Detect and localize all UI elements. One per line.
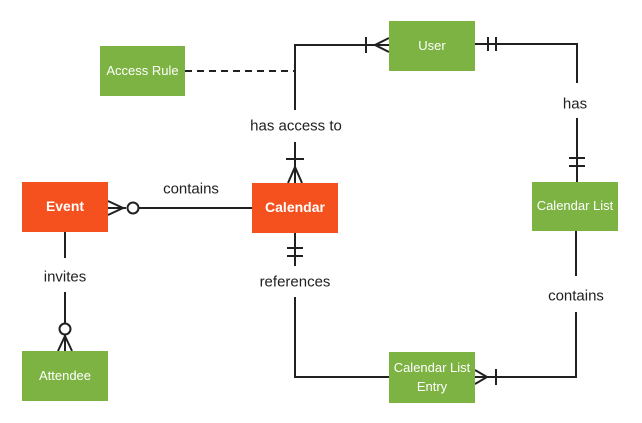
- crowfoot-many-icon: [372, 37, 390, 53]
- entity-attendee: Attendee: [22, 351, 108, 401]
- relationship-label-has: has: [562, 95, 588, 113]
- entity-label: Calendar List Entry: [393, 360, 471, 394]
- connector-has-access-to: [286, 37, 390, 184]
- entity-label: Attendee: [38, 367, 92, 383]
- connector-contains-events: [107, 200, 252, 216]
- entity-calendar-list-entry: Calendar List Entry: [389, 352, 475, 403]
- entity-label: Calendar List: [536, 198, 614, 214]
- connector-references: [287, 233, 389, 378]
- entity-access-rule: Access Rule: [100, 46, 185, 96]
- entity-label: Access Rule: [106, 62, 179, 78]
- entity-calendar-list: Calendar List: [532, 182, 618, 231]
- entity-label: Event: [45, 198, 85, 215]
- crowfoot-many-icon: [57, 333, 73, 352]
- crowfoot-many-icon: [107, 200, 126, 216]
- relationship-label-invites: invites: [43, 268, 87, 286]
- zero-circle-icon: [126, 201, 140, 215]
- connector-contains-entries: [474, 231, 577, 385]
- relationship-label-contains-events: contains: [163, 180, 219, 198]
- entity-user: User: [389, 21, 475, 71]
- relationship-label-references: references: [259, 273, 331, 291]
- connector-has: [475, 37, 585, 182]
- zero-circle-icon: [58, 322, 72, 336]
- entity-label: User: [418, 37, 446, 53]
- crowfoot-many-icon: [287, 164, 303, 184]
- crowfoot-many-icon: [474, 369, 489, 385]
- entity-event: Event: [22, 182, 108, 232]
- connector-invites: [57, 232, 73, 352]
- relationship-label-has-access-to: has access to: [250, 117, 342, 135]
- relationship-label-contains-entries: contains: [548, 287, 604, 305]
- entity-calendar: Calendar: [252, 183, 338, 233]
- entity-label: Calendar: [265, 199, 325, 216]
